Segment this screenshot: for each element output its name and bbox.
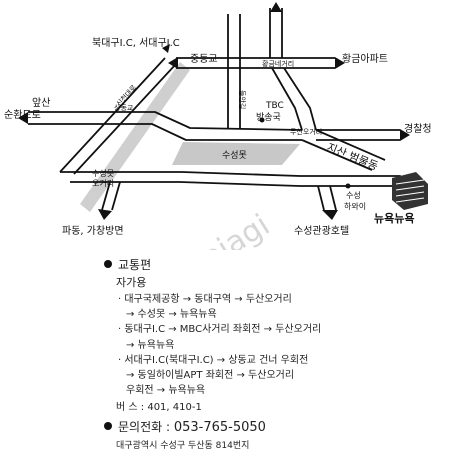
info-section: 교통편 자가용 · 대구국제공항 → 동대구역 → 두산오거리 → 수성못 → … [0, 250, 450, 470]
diagonal-road-1 [59, 57, 166, 173]
hotel-road-2 [329, 185, 337, 211]
label-police: 경찰청 [404, 122, 432, 135]
label-suseong-hotel: 수성관광호텔 [294, 225, 349, 237]
address: 대구광역시 수성구 두산동 814번지 [116, 441, 250, 451]
label-dusan-intersection: 두산오거리 [290, 127, 322, 136]
label-jungdong-bridge: 중동교 [190, 53, 218, 65]
phone-number: 053-765-5050 [173, 420, 266, 435]
hwanggeum-dusan-road [271, 67, 303, 131]
route3-line3: 우회전 → 뉴욕뉴욕 [126, 385, 206, 396]
bullet-icon [104, 260, 112, 268]
label-suseongmot-intersection-1: 수성못 [92, 169, 114, 178]
bus-label: 버 스 : [116, 402, 145, 413]
phone-label: 문의전화 : [118, 420, 171, 434]
diagonal-road-2 [73, 63, 177, 175]
arrow-up-left [162, 44, 170, 53]
label-hwanggeum-apt: 황금아파트 [342, 53, 388, 65]
label-apsan: 앞산 [32, 97, 50, 109]
route3-line2: → 동일하이빌APT 좌회전 → 두산오거리 [126, 370, 295, 381]
label-tbc: TBC [265, 101, 284, 111]
route1-line1: · 대구국제공항 → 동대구역 → 두산오거리 [118, 294, 292, 305]
label-padong: 파동, 가창방면 [62, 225, 124, 237]
mid-road-1 [28, 111, 303, 131]
label-hwanggeum-intersection: 황금네거리 [262, 59, 294, 68]
transport-title: 교통편 [118, 258, 152, 272]
label-suseongmot-intersection-2: 오거리 [92, 179, 114, 188]
arrow-left-top [18, 112, 28, 124]
bullet-icon [104, 422, 112, 430]
bus-numbers: 401, 410-1 [147, 402, 202, 413]
car-title: 자가용 [116, 276, 147, 289]
route3-line1: · 서대구I.C(북대구I.C) → 상동교 건너 우회전 [118, 355, 309, 366]
location-map: Bojagi 북대구I.C, 서대구I.C 중동교 황금네거리 황금아파트 앞산… [4, 2, 432, 287]
arrow-right-police [400, 129, 410, 141]
map-svg: Bojagi 북대구I.C, 서대구I.C 중동교 황금네거리 황금아파트 앞산… [4, 2, 432, 287]
label-bukdaegu-ic: 북대구I.C, 서대구I.C [92, 37, 180, 49]
padong-road-1 [101, 181, 111, 211]
lower-road-1 [60, 171, 400, 177]
hawai-marker [345, 183, 351, 189]
river-band [80, 62, 190, 212]
label-newyork: 뉴욕뉴욕 [374, 212, 414, 225]
label-sunhwan-road: 순환도로 [4, 109, 41, 121]
suseongmot-lake [172, 142, 300, 165]
transport-heading: 교통편 [104, 256, 151, 273]
tbc-marker [259, 117, 265, 123]
mid-road-2 [28, 123, 302, 141]
route2-line2: → 뉴욕뉴욕 [126, 340, 175, 351]
watermark: Bojagi [178, 208, 275, 250]
phone-row: 문의전화 : 053-765-5050 [104, 418, 266, 435]
hwanggeum-dusan-road-2 [283, 67, 317, 131]
label-suseong-hawai-1: 수성 [346, 191, 361, 200]
arrow-up-tbc [270, 2, 282, 12]
bus-row: 버 스 : 401, 410-1 [116, 398, 202, 413]
hotel-road-1 [317, 185, 325, 211]
arrow-left-jungdong [168, 57, 178, 69]
route2-line1: · 동대구I.C → MBC사거리 좌회전 → 두산오거리 [118, 324, 322, 335]
newyork-building [392, 172, 428, 210]
padong-road-2 [111, 181, 121, 211]
right-diagonal-road-2 [315, 129, 386, 161]
arrow-down-padong [98, 209, 112, 220]
label-deullan-road: 들안길 [238, 90, 247, 109]
direction-arrows [18, 2, 410, 220]
label-suseong-hawai-2: 하와이 [344, 201, 366, 211]
arrow-right-hwanggeum [335, 57, 345, 69]
label-sangdong-bridge: 상동교 [114, 103, 134, 112]
label-suseongmot: 수성못 [222, 150, 247, 161]
right-diagonal-road [301, 139, 373, 171]
label-tbc-station: 방송국 [256, 112, 281, 123]
route1-line2: → 수성못 → 뉴욕뉴욕 [126, 309, 217, 320]
arrow-down-hotel [322, 210, 338, 220]
